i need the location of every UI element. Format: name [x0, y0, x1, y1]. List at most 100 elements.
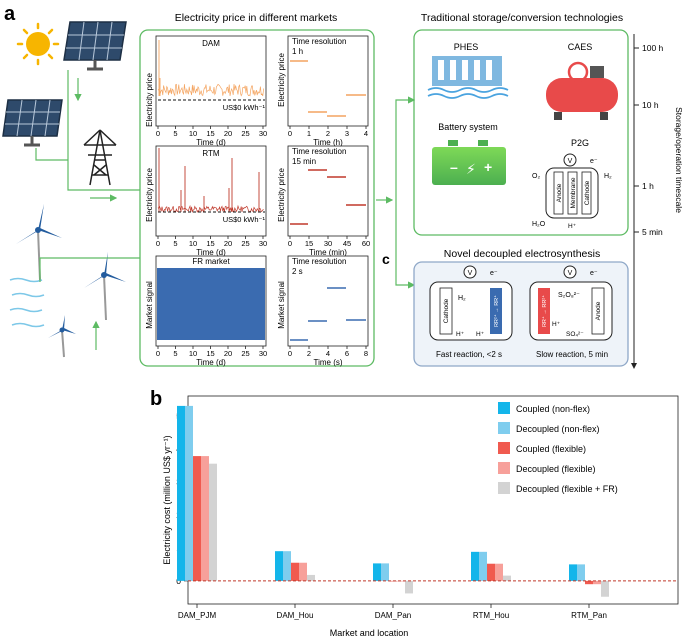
- bar-RTM_Pan-1: [577, 564, 585, 581]
- legend-swatch: [498, 442, 510, 454]
- rtm-res-ylabel: Electricity price: [277, 168, 286, 222]
- fr-res-ylabel: Market signal: [277, 281, 286, 329]
- fast-cell-icon: V e⁻ Cathode RR²⁺ → RR⁺ H₂ H⁺ H⁺: [429, 265, 513, 341]
- dam-res-xlabel: Time (h): [313, 138, 343, 147]
- dam-x-tick-label: 5: [173, 129, 177, 138]
- bar-DAM_Hou-0: [275, 551, 283, 581]
- slow-cell-rr: RR⁺ → RR²⁺: [541, 295, 548, 327]
- solar-panel-icon-left: [2, 99, 63, 147]
- bar-RTM_Pan-0: [569, 564, 577, 581]
- fr-res-x-tick-label: 4: [326, 349, 330, 358]
- dam-x-tick-label: 30: [259, 129, 267, 138]
- x-tick-label: RTM_Pan: [571, 611, 607, 620]
- fr-ylabel: Market signal: [145, 281, 154, 329]
- rtm-x-tick-label: 5: [173, 239, 177, 248]
- fast-cell-e: e⁻: [490, 270, 498, 277]
- p2g-membrane: Membrane: [570, 177, 577, 208]
- fast-cell-cathode: Cathode: [443, 298, 450, 323]
- wind-turbine-icon-1: [16, 204, 62, 281]
- bar-DAM_Pan-0: [373, 563, 381, 581]
- legend-swatch: [498, 402, 510, 414]
- fast-cell-hplus-2: H⁺: [476, 331, 484, 338]
- bar-DAM_Hou-3: [299, 562, 307, 581]
- bar-RTM_Pan-3: [593, 580, 601, 585]
- novel-title: Novel decoupled electrosynthesis: [444, 248, 600, 260]
- slow-cell-v: V: [568, 270, 573, 277]
- rtm-x-tick-label: 10: [189, 239, 197, 248]
- chart-plot-area: [187, 395, 679, 605]
- dam-x-tick-label: 15: [206, 129, 214, 138]
- x-tick-label: DAM_Hou: [277, 611, 314, 620]
- bar-DAM_PJM-2: [193, 456, 201, 581]
- p2g-e: e⁻: [590, 158, 598, 165]
- fr-xlabel: Time (d): [196, 358, 226, 367]
- slow-cell-anode: Anode: [595, 301, 602, 320]
- bar-DAM_Pan-4: [405, 580, 413, 594]
- p2g-o2: O₂: [532, 173, 540, 180]
- bar-RTM_Pan-2: [585, 580, 593, 585]
- legend-label: Decoupled (flexible): [516, 464, 596, 474]
- rtm-res-title: Time resolution: [292, 147, 346, 156]
- legend-swatch: [498, 462, 510, 474]
- rtm-res-x-tick-label: 60: [362, 239, 370, 248]
- x-tick-label: DAM_PJM: [178, 611, 217, 620]
- legend-label: Decoupled (flexible + FR): [516, 484, 618, 494]
- panel-label-c: c: [382, 251, 390, 267]
- rtm-ylabel: Electricity price: [145, 168, 154, 222]
- phes-label: PHES: [454, 42, 479, 52]
- signal-line: [157, 204, 264, 213]
- dam-zero-label: US$0 kWh⁻¹: [223, 103, 266, 112]
- p2g-h2o: H₂O: [532, 221, 546, 228]
- p2g-v: V: [568, 158, 573, 165]
- rtm-res-xlabel: Time (min): [309, 248, 347, 257]
- slow-cell-s2o8: S₂O₈²⁻: [558, 292, 580, 299]
- rtm-x-tick-label: 20: [224, 239, 232, 248]
- fr-x-tick-label: 10: [189, 349, 197, 358]
- p2g-label: P2G: [571, 138, 589, 148]
- timescale-tick-5min: 5 min: [642, 227, 663, 237]
- timescale-tick-10h: 10 h: [642, 100, 659, 110]
- rtm-res-steps: [290, 169, 366, 225]
- slow-cell-icon: V e⁻ RR⁺ → RR²⁺ Anode S₂O₈²⁻ SO₄²⁻ H⁺: [529, 265, 613, 341]
- market-connectors: [376, 96, 416, 289]
- dam-res-x-tick-label: 0: [288, 129, 292, 138]
- bar-RTM_Pan-4: [601, 580, 609, 597]
- battery-label: Battery system: [438, 122, 498, 132]
- rtm-axes: [155, 145, 267, 237]
- bar-DAM_Hou-1: [283, 551, 291, 581]
- dam-res-x-tick-label: 2: [326, 129, 330, 138]
- source-connectors: [35, 70, 140, 350]
- rtm-zero-label: US$0 kWh⁻¹: [223, 215, 266, 224]
- fast-cell-h2: H₂: [458, 295, 466, 302]
- rtm-resolution-plot: Electricity price Time resolution 15 min…: [277, 145, 370, 257]
- dam-price-series: [157, 40, 264, 97]
- bar-RTM_Hou-3: [495, 563, 503, 581]
- x-tick-label: DAM_Pan: [375, 611, 411, 620]
- caes-label: CAES: [568, 42, 593, 52]
- bar-RTM_Hou-4: [503, 575, 511, 581]
- fr-x-tick-label: 25: [241, 349, 249, 358]
- dam-x-tick-label: 10: [189, 129, 197, 138]
- svg-text:+: +: [484, 159, 492, 175]
- timescale-axis: 100 h 10 h 1 h 5 min Storage/operation t…: [631, 34, 684, 369]
- fr-res-x-tick-label: 2: [307, 349, 311, 358]
- fr-x-tick-label: 5: [173, 349, 177, 358]
- fr-x-tick-label: 20: [224, 349, 232, 358]
- traditional-box: [413, 29, 629, 236]
- chart-ylabel: Electricity cost (million US$ yr⁻¹): [162, 435, 172, 564]
- fr-axes: [155, 255, 267, 347]
- signal-line: [157, 83, 264, 97]
- chart-bars: [177, 405, 609, 597]
- phes-dam-icon: [427, 56, 509, 99]
- fr-res-steps: [290, 287, 366, 341]
- fr-name: FR market: [192, 257, 230, 266]
- dam-res-title: Time resolution: [292, 37, 346, 46]
- svg-text:–: –: [450, 159, 458, 175]
- bar-RTM_Hou-2: [487, 563, 495, 581]
- p2g-cell-icon: V e⁻ Anode Membrane Cathode O₂ H₂ H₂O H⁺: [532, 153, 612, 230]
